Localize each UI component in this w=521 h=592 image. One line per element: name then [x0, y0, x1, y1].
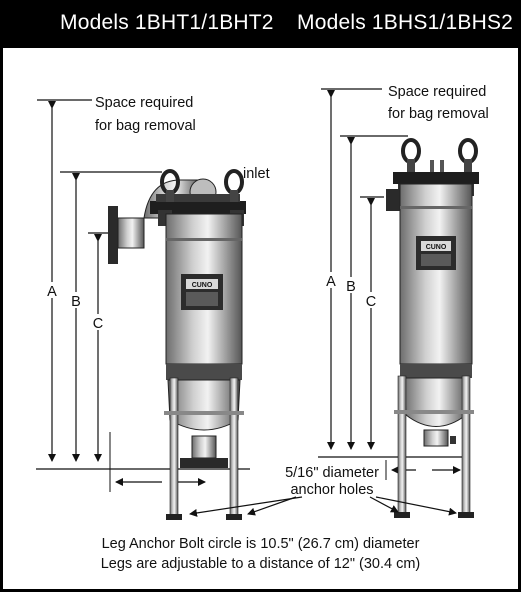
inlet-label: inlet — [243, 166, 270, 182]
anchor-hole-pointers — [189, 496, 457, 517]
caption-leg-adjust: Legs are adjustable to a distance of 12"… — [100, 556, 421, 572]
left-dim-b-label: B — [71, 294, 81, 310]
left-space-label-line2: for bag removal — [95, 118, 196, 134]
left-filter-drawing: CUNO — [36, 99, 250, 520]
anchor-note-line1: 5/16" diameter — [285, 465, 379, 481]
right-space-label-line2: for bag removal — [388, 106, 489, 122]
left-model-title: Models 1BHT1/1BHT2 — [60, 11, 274, 34]
left-space-label-line1: Space required — [95, 95, 193, 111]
right-space-label-line1: Space required — [388, 84, 486, 100]
right-model-title: Models 1BHS1/1BHS2 — [297, 11, 514, 34]
right-badge: CUNO — [426, 244, 447, 251]
left-badge: CUNO — [192, 282, 213, 289]
right-dim-b-label: B — [346, 279, 356, 295]
right-dim-a-label: A — [326, 274, 336, 290]
left-dim-a-label: A — [47, 284, 57, 300]
left-dim-c-label: C — [93, 316, 103, 332]
right-filter-drawing: CUNO — [318, 88, 479, 518]
anchor-note-line2: anchor holes — [290, 482, 373, 498]
caption-bolt-circle: Leg Anchor Bolt circle is 10.5" (26.7 cm… — [101, 536, 420, 552]
header-bar: Models 1BHT1/1BHT2 Models 1BHS1/1BHS2 — [0, 0, 521, 48]
right-dim-c-label: C — [366, 294, 376, 310]
